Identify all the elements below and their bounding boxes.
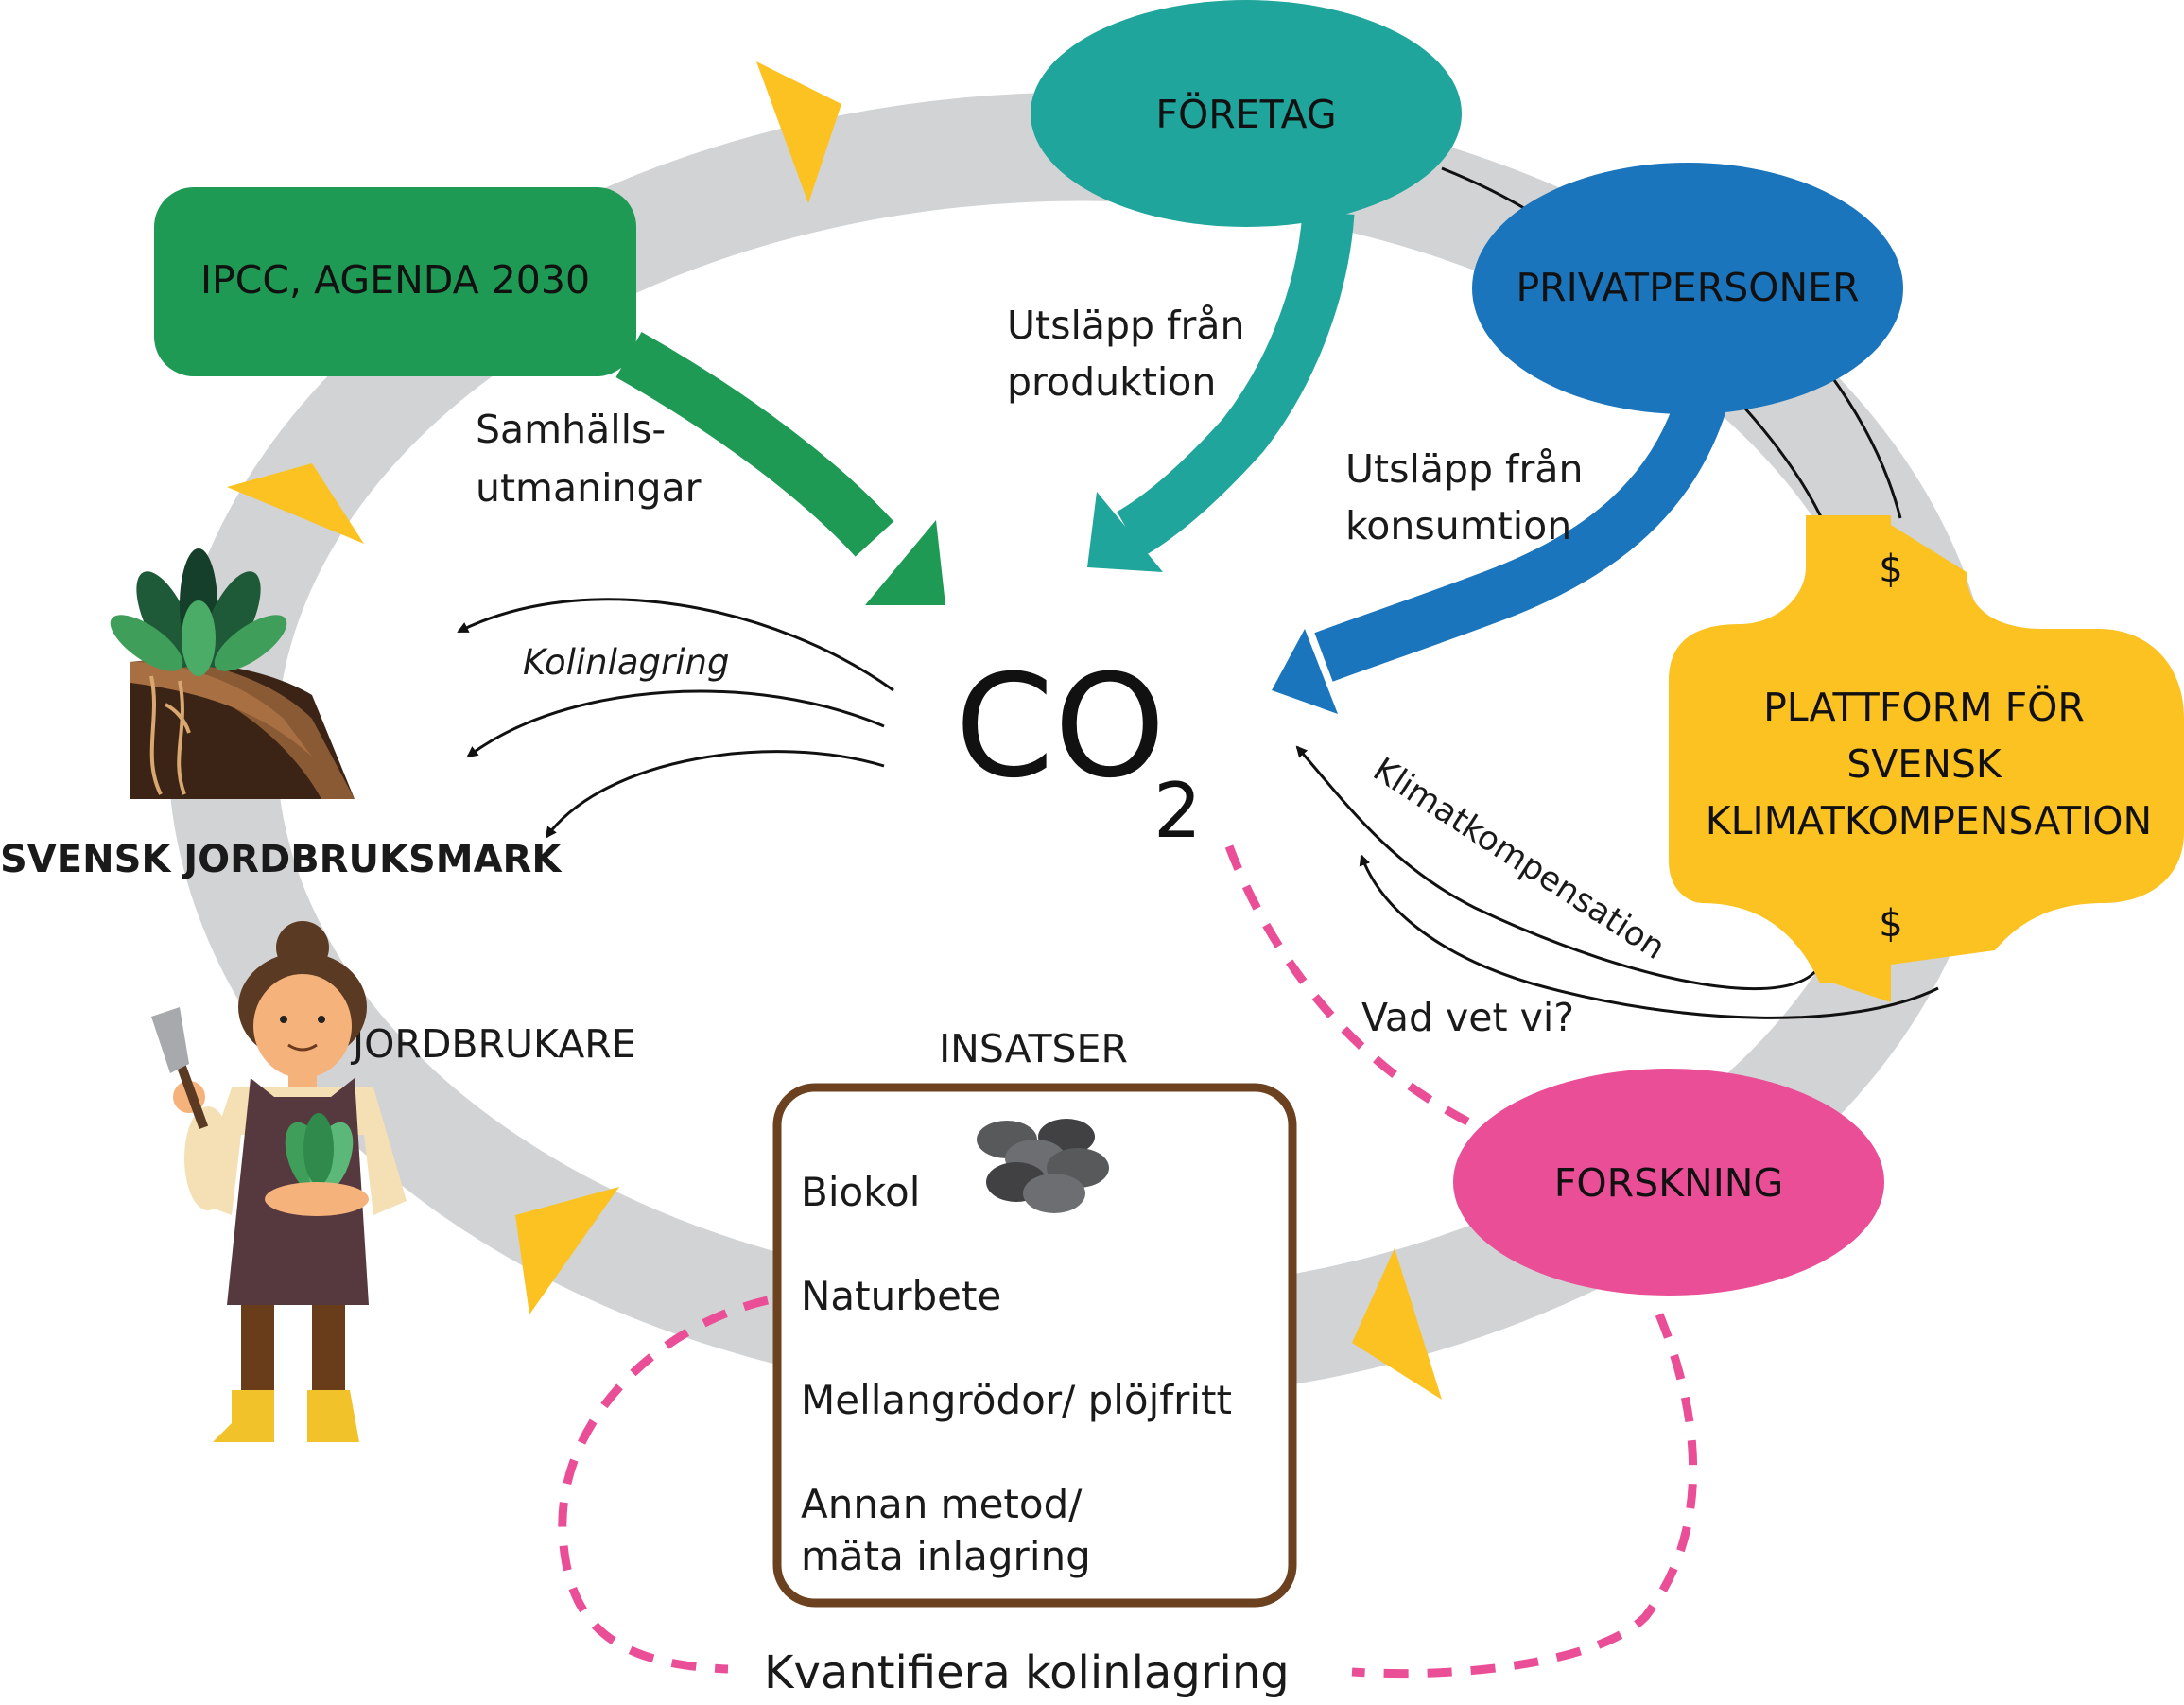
arrow-klimatkompensation-1 — [1295, 745, 1822, 991]
cycle-direction-triangle — [1352, 1248, 1442, 1400]
arrow-foretag-to-co2-head — [1087, 492, 1163, 572]
connector-line — [1733, 395, 1827, 526]
label-klimatkompensation: Klimatkompensation — [1366, 751, 1672, 967]
arrow-privatpersoner-to-co2 — [1314, 393, 1727, 682]
cycle-direction-triangle — [756, 61, 841, 203]
label-konsumtion-1: Utsläpp från — [1345, 446, 1583, 492]
forskning-label: FORSKNING — [1554, 1160, 1783, 1206]
cycle-direction-triangle — [515, 1187, 619, 1314]
label-konsumtion-2: konsumtion — [1345, 503, 1571, 548]
cycle-direction-triangle — [227, 463, 364, 544]
biochar-icon — [977, 1119, 1109, 1213]
arrow-foretag-to-co2 — [1116, 210, 1355, 557]
label-produktion-2: produktion — [1007, 359, 1216, 405]
plattform-label-line3: KLIMATKOMPENSATION — [1706, 798, 2152, 844]
ipcc-label: IPCC, AGENDA 2030 — [200, 257, 590, 303]
insatser-item-biokol: Biokol — [801, 1169, 920, 1215]
label-vad-vet-vi: Vad vet vi? — [1361, 995, 1574, 1040]
node-ipcc — [154, 187, 636, 376]
foretag-label: FÖRETAG — [1155, 92, 1336, 137]
jordbruksmark-label: SVENSK JORDBRUKSMARK — [0, 838, 563, 881]
arrow-privatpersoner-to-co2-head — [1272, 629, 1338, 714]
node-forskning — [1453, 1069, 1884, 1296]
plattform-label-line2: SVENSK — [1846, 741, 2002, 787]
dashed-line-kvantifiera — [1351, 1313, 1698, 1679]
insatser-box — [772, 1083, 1297, 1608]
jordbrukare-label: JORDBRUKARE — [350, 1021, 636, 1067]
insatser-item-naturbete: Naturbete — [801, 1273, 1001, 1319]
label-kvantifiera: Kvantifiera kolinlagring — [764, 1646, 1290, 1699]
co2-subscript: 2 — [1153, 767, 1202, 855]
arrow-ipcc-to-co2 — [615, 332, 894, 557]
plattform-dollar-top: $ — [1879, 548, 1902, 591]
label-kolinlagring: Kolinlagring — [523, 642, 729, 683]
label-samhalls-2: utmaningar — [476, 465, 702, 511]
farmer-illustration — [151, 921, 407, 1442]
privatpersoner-label: PRIVATPERSONER — [1516, 265, 1859, 310]
node-privatpersoner — [1472, 163, 1903, 414]
insatser-item-annan-metod: Annan metod/ — [801, 1481, 1083, 1527]
arrow-kolinlagring-2 — [466, 689, 885, 758]
arrow-kolinlagring-1 — [457, 598, 894, 692]
dashed-line-vad-vet-vi — [1224, 844, 1478, 1130]
soil-plant-illustration — [110, 548, 355, 799]
label-produktion-1: Utsläpp från — [1007, 303, 1244, 348]
arrow-kolinlagring-3 — [545, 750, 885, 839]
arrow-ipcc-to-co2-head — [865, 520, 945, 605]
node-plattform — [1669, 515, 2184, 1002]
dashed-line-kvantifiera — [558, 1296, 769, 1674]
plattform-dollar-bottom: $ — [1879, 902, 1902, 946]
insatser-item-mellangrodor: Mellangrödor/ plöjfritt — [801, 1377, 1232, 1423]
label-samhalls-1: Samhälls- — [476, 407, 666, 452]
arrow-klimatkompensation-2 — [1359, 854, 1939, 1019]
insatser-title: INSATSER — [939, 1026, 1128, 1071]
connector-line — [1828, 373, 1902, 519]
co2-label: CO — [955, 645, 1166, 809]
plattform-label-line1: PLATTFORM FÖR — [1763, 685, 2085, 730]
node-foretag — [1031, 0, 1462, 227]
insatser-item-mata-inlagring: mäta inlagring — [801, 1533, 1091, 1579]
